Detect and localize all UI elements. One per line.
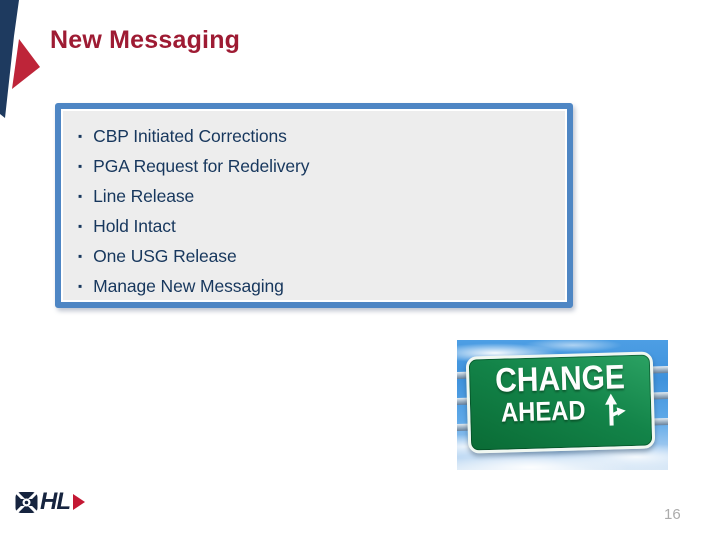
square-bullet-icon: ▪ — [78, 159, 83, 173]
square-bullet-icon: ▪ — [78, 219, 83, 233]
list-item-label: Manage New Messaging — [93, 275, 284, 296]
sign-second-row: AHEAD — [495, 391, 627, 430]
bullet-content-box: ▪ CBP Initiated Corrections ▪ PGA Reques… — [55, 103, 573, 308]
page-title: New Messaging — [50, 26, 241, 54]
change-ahead-photo: CHANGE AHEAD — [457, 340, 668, 470]
ohl-logo: HL — [15, 489, 85, 515]
corner-red-triangle-icon — [12, 39, 40, 89]
list-item: ▪ CBP Initiated Corrections — [78, 121, 557, 151]
logo-letters: HL — [40, 488, 71, 515]
road-sign: CHANGE AHEAD — [465, 351, 656, 454]
fork-ahead-arrow-icon — [605, 393, 626, 426]
bullet-list: ▪ CBP Initiated Corrections ▪ PGA Reques… — [61, 109, 567, 301]
list-item-label: CBP Initiated Corrections — [93, 125, 287, 146]
square-bullet-icon: ▪ — [78, 249, 83, 263]
corner-accent-art — [0, 0, 40, 118]
list-item: ▪ Manage New Messaging — [78, 271, 557, 301]
list-item-label: PGA Request for Redelivery — [93, 155, 310, 176]
corner-navy-ribbon — [0, 0, 19, 118]
compass-ring-icon — [15, 491, 38, 513]
sign-text-change: CHANGE — [494, 358, 626, 400]
list-item-label: Hold Intact — [93, 215, 176, 236]
square-bullet-icon: ▪ — [78, 129, 83, 143]
sign-text-ahead: AHEAD — [500, 394, 586, 428]
square-bullet-icon: ▪ — [78, 279, 83, 293]
page-number: 16 — [664, 506, 681, 523]
square-bullet-icon: ▪ — [78, 189, 83, 203]
list-item: ▪ One USG Release — [78, 241, 557, 271]
list-item: ▪ PGA Request for Redelivery — [78, 151, 557, 181]
logo-right-triangle-icon — [73, 494, 85, 510]
list-item-label: One USG Release — [93, 245, 237, 266]
list-item: ▪ Hold Intact — [78, 211, 557, 241]
list-item: ▪ Line Release — [78, 181, 557, 211]
list-item-label: Line Release — [93, 185, 195, 206]
